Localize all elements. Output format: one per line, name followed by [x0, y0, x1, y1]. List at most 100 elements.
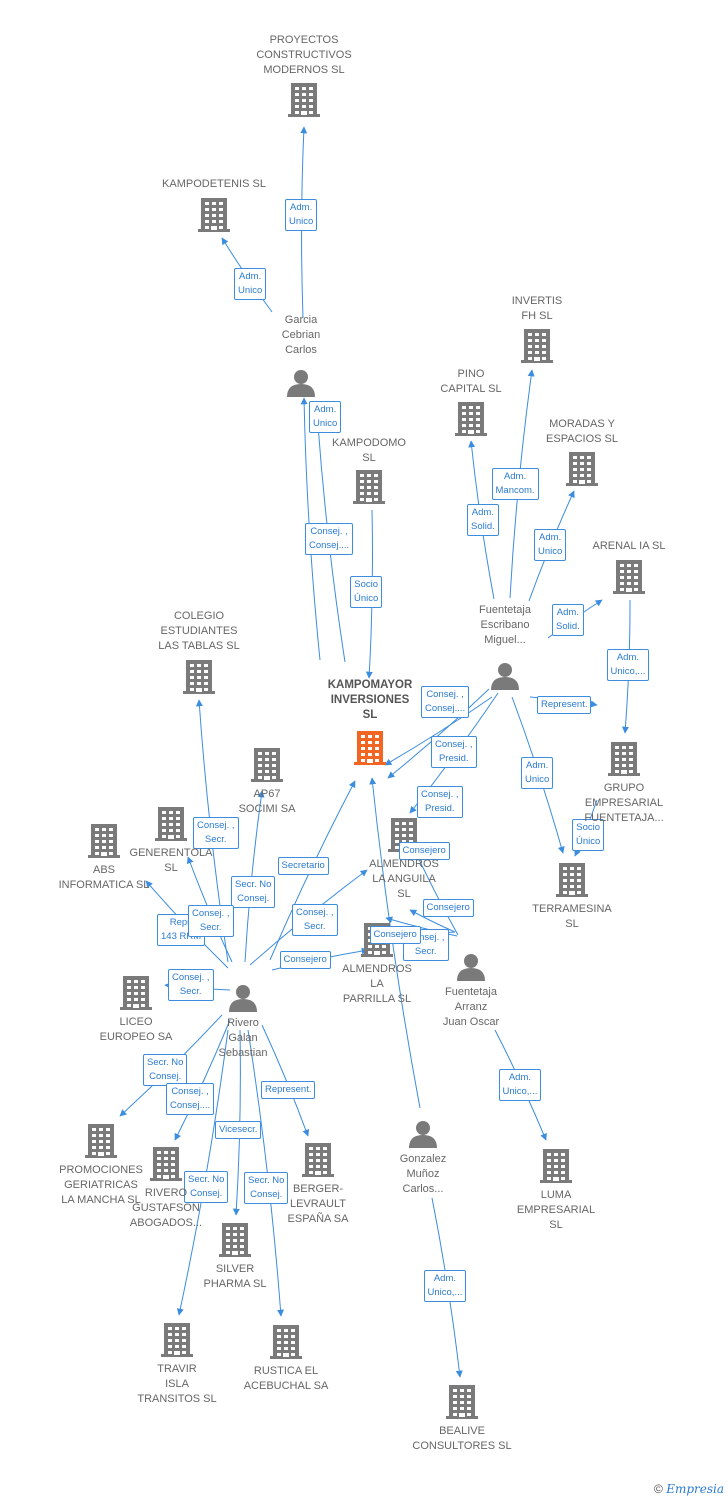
building-icon-generentola[interactable]: [155, 807, 187, 841]
building-icon-moradas[interactable]: [566, 452, 598, 486]
edge-label[interactable]: Consejero: [279, 951, 331, 969]
building-icon-abs[interactable]: [88, 824, 120, 858]
node-label-moradas[interactable]: MORADAS Y ESPACIOS SL: [546, 418, 618, 445]
node-label-luma[interactable]: LUMA EMPRESARIAL SL: [516, 1189, 596, 1231]
footer: © Empresia: [654, 1482, 724, 1496]
edge-label[interactable]: Consej. , Consej....: [305, 523, 354, 555]
node-label-garcia[interactable]: Garcia Cebrian Carlos: [281, 314, 321, 356]
node-label-grupo[interactable]: GRUPO EMPRESARIAL FUENTETAJA...: [584, 782, 664, 824]
node-label-pino[interactable]: PINO CAPITAL SL: [440, 368, 502, 395]
edge-label[interactable]: Consej. , Consej....: [421, 686, 470, 718]
person-icon-fuentetaja_j[interactable]: [457, 954, 485, 981]
node-label-kampodomo[interactable]: KAMPODOMO SL: [332, 437, 406, 464]
node-label-liceo[interactable]: LICEO EUROPEO SA: [99, 1016, 173, 1043]
edge-label[interactable]: Consejero: [398, 842, 450, 860]
edge-label[interactable]: Secr. No Consej.: [184, 1171, 229, 1203]
building-icon-luma[interactable]: [540, 1149, 572, 1183]
edge-label[interactable]: Adm. Unico,...: [606, 649, 650, 681]
edge-label[interactable]: Adm. Unico: [309, 401, 342, 433]
person-icon-garcia[interactable]: [287, 370, 315, 397]
edge-label[interactable]: Adm. Solid.: [552, 604, 584, 636]
node-label-almendros_parrilla[interactable]: ALMENDROS LA PARRILLA SL: [342, 963, 412, 1005]
node-label-rivero_gustafson[interactable]: RIVERO GUSTAFSON ABOGADOS...: [129, 1187, 203, 1229]
building-icon-kampodomo[interactable]: [353, 470, 385, 504]
person-icon-gonzalez[interactable]: [409, 1121, 437, 1148]
edge-label[interactable]: Represent.: [261, 1081, 316, 1099]
node-label-invertis[interactable]: INVERTIS FH SL: [511, 295, 563, 322]
edge-label[interactable]: Secretario: [277, 857, 329, 875]
edge-label[interactable]: Consej. , Presid.: [417, 786, 463, 818]
edge-label[interactable]: Secr. No Consej.: [231, 876, 276, 908]
edge-label[interactable]: Adm. Unico: [534, 529, 567, 561]
edge-label[interactable]: Secr. No Consej.: [143, 1054, 188, 1086]
edge-fuentetaja_m-to-kampomayor: [384, 696, 493, 766]
edge-label[interactable]: Consej. , Secr.: [168, 969, 214, 1001]
node-label-rivero[interactable]: Rivero Galan Sebastian: [218, 1017, 268, 1059]
building-icon-rivero_gustafson[interactable]: [150, 1147, 182, 1181]
node-label-fuentetaja_m[interactable]: Fuentetaja Escribano Miguel...: [479, 604, 531, 646]
node-label-silver[interactable]: SILVER PHARMA SL: [203, 1263, 267, 1290]
node-label-kampodetenis[interactable]: KAMPODETENIS SL: [162, 178, 266, 190]
edge-label[interactable]: Adm. Solid.: [467, 504, 499, 536]
edge-label[interactable]: Adm. Mancom.: [491, 468, 539, 500]
building-icon-promociones[interactable]: [85, 1124, 117, 1158]
edge-label[interactable]: Consejero: [369, 926, 421, 944]
building-icon-kampodetenis[interactable]: [198, 198, 230, 232]
person-icon-fuentetaja_m[interactable]: [491, 663, 519, 690]
edge-label[interactable]: Consej. , Presid.: [431, 736, 477, 768]
node-label-bealive[interactable]: BEALIVE CONSULTORES SL: [412, 1425, 512, 1452]
building-icon-ap67[interactable]: [251, 748, 283, 782]
node-label-proyectos[interactable]: PROYECTOS CONSTRUCTIVOS MODERNOS SL: [256, 34, 352, 76]
node-label-abs[interactable]: ABS INFORMATICA SL: [58, 864, 150, 891]
building-icon-silver[interactable]: [219, 1223, 251, 1257]
building-icon-kampomayor[interactable]: [354, 731, 386, 765]
building-icon-invertis[interactable]: [521, 329, 553, 363]
edge-label[interactable]: Consejero: [422, 899, 474, 917]
node-label-berger[interactable]: BERGER- LEVRAULT ESPAÑA SA: [287, 1183, 349, 1225]
edge-rivero-to-rivero_gustafson: [174, 1019, 231, 1141]
node-label-promociones[interactable]: PROMOCIONES GERIATRICAS LA MANCHA SL: [59, 1164, 143, 1206]
node-label-generentola[interactable]: GENERENTOLA SL: [129, 847, 213, 874]
node-label-rustica[interactable]: RUSTICA EL ACEBUCHAL SA: [243, 1365, 329, 1392]
building-icon-berger[interactable]: [302, 1143, 334, 1177]
node-label-travir[interactable]: TRAVIR ISLA TRANSITOS SL: [137, 1363, 217, 1405]
node-label-ap67[interactable]: AP67 SOCIMI SA: [238, 788, 296, 815]
edge-label[interactable]: Represent.: [537, 696, 592, 714]
edge-fuentetaja_j-to-almendros_parrilla: [385, 916, 458, 937]
node-label-arenalia[interactable]: ARENAL IA SL: [592, 540, 666, 552]
building-icon-bealive[interactable]: [446, 1385, 478, 1419]
node-label-colegio[interactable]: COLEGIO ESTUDIANTES LAS TABLAS SL: [158, 610, 240, 652]
building-icon-pino[interactable]: [455, 402, 487, 436]
brand-logo[interactable]: Empresia: [666, 1482, 724, 1496]
copyright-symbol: ©: [654, 1482, 663, 1496]
building-icon-terramesina[interactable]: [556, 863, 588, 897]
node-label-fuentetaja_j[interactable]: Fuentetaja Arranz Juan Oscar: [442, 986, 500, 1028]
building-icon-arenalia[interactable]: [613, 560, 645, 594]
edge-fuentetaja_j-to-almendros_parrilla: [409, 909, 456, 933]
node-label-kampomayor[interactable]: KAMPOMAYOR INVERSIONES SL: [327, 679, 413, 721]
edge-label[interactable]: Consej. , Secr.: [292, 904, 338, 936]
building-icon-colegio[interactable]: [183, 660, 215, 694]
node-label-almendros_anguila[interactable]: ALMENDROS LA ANGUILA SL: [369, 858, 439, 900]
building-icon-grupo[interactable]: [608, 742, 640, 776]
edge-label[interactable]: Vicesecr.: [215, 1121, 262, 1139]
person-icon-rivero[interactable]: [229, 985, 257, 1012]
building-icon-rustica[interactable]: [270, 1325, 302, 1359]
edge-label[interactable]: Adm. Unico: [285, 199, 318, 231]
edge-label[interactable]: Adm. Unico: [521, 757, 554, 789]
edge-label[interactable]: Socio Único: [572, 819, 605, 851]
edge-label[interactable]: Adm. Unico,...: [498, 1069, 542, 1101]
building-icon-travir[interactable]: [161, 1323, 193, 1357]
edge-label[interactable]: Consej. , Secr.: [193, 817, 239, 849]
edge-label[interactable]: Secr. No Consej.: [244, 1172, 289, 1204]
edge-label[interactable]: Consej. , Secr.: [188, 905, 234, 937]
edge-label[interactable]: Socio Único: [350, 576, 383, 608]
edge-label[interactable]: Consej. , Consej....: [166, 1083, 215, 1115]
building-icon-proyectos[interactable]: [288, 83, 320, 117]
edge-label[interactable]: Adm. Unico,...: [423, 1270, 467, 1302]
node-label-terramesina[interactable]: TERRAMESINA SL: [532, 903, 612, 930]
building-icon-liceo[interactable]: [120, 976, 152, 1010]
edge-label[interactable]: Adm. Unico: [234, 268, 267, 300]
node-label-gonzalez[interactable]: Gonzalez Muñoz Carlos...: [399, 1153, 447, 1195]
